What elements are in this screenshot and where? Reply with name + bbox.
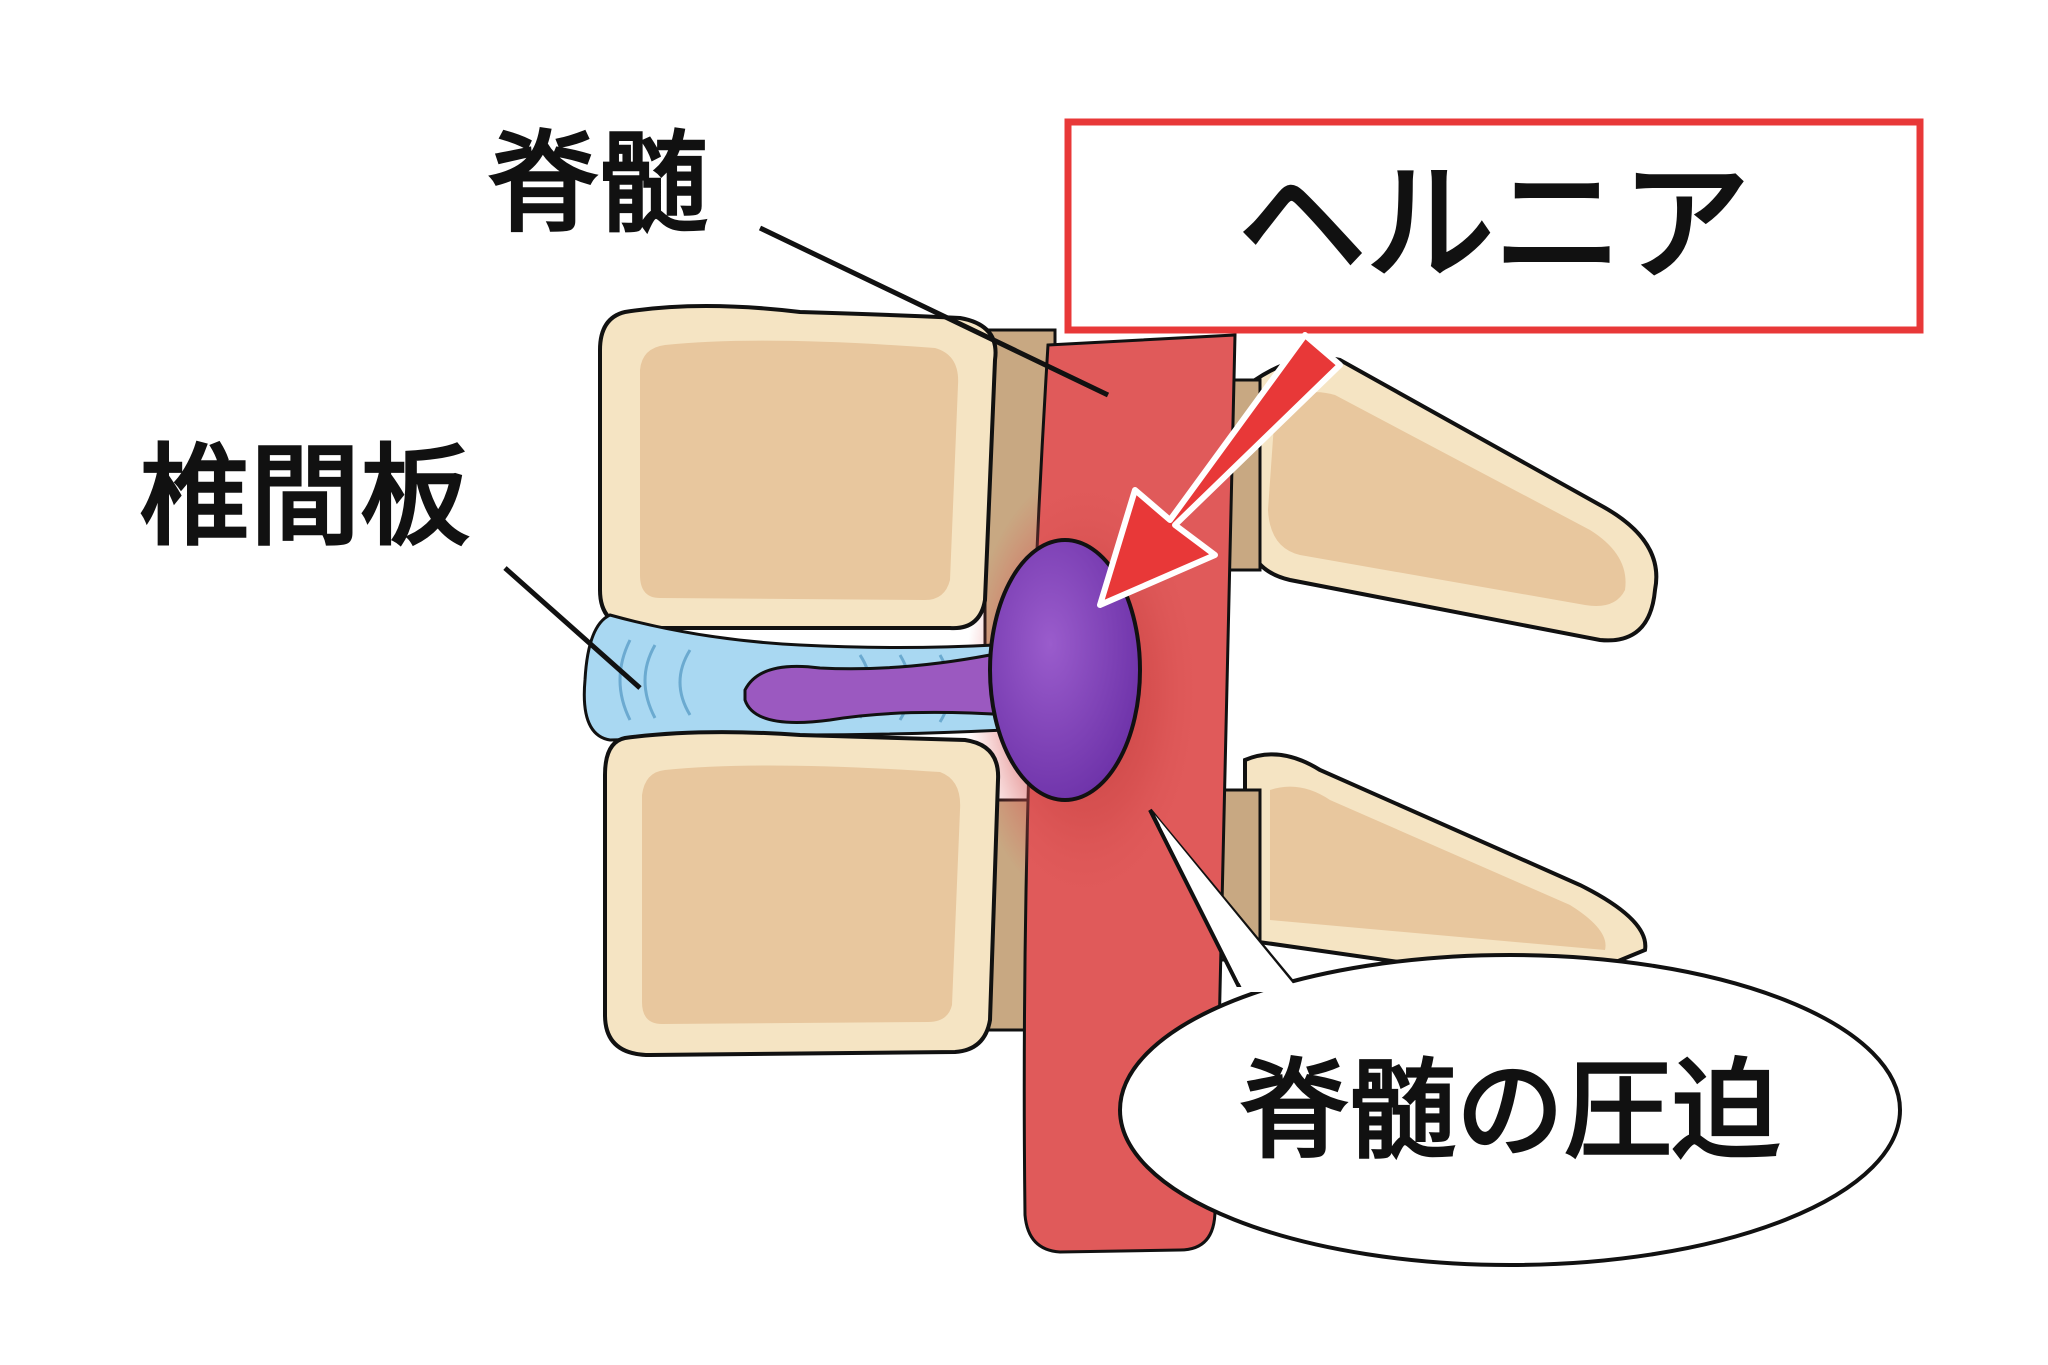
disc-leader-line bbox=[503, 566, 642, 690]
hernia-label: ヘルニア bbox=[1238, 150, 1750, 299]
lower-vertebral-body bbox=[603, 730, 1001, 1058]
intervertebral-disc-label: 椎間板 bbox=[140, 433, 470, 561]
upper-vertebral-body bbox=[598, 304, 998, 631]
spinal-cord-leader-line bbox=[758, 225, 1110, 398]
spinal-cord-label: 脊髄 bbox=[488, 120, 708, 248]
compression-callout: 脊髄の圧迫 bbox=[1118, 808, 1902, 1267]
hernia-arrow bbox=[1097, 332, 1343, 608]
lower-spinous-process bbox=[1243, 752, 1648, 988]
hernia-label-box bbox=[1064, 118, 1924, 334]
compression-label: 脊髄の圧迫 bbox=[1240, 1049, 1780, 1174]
intervertebral-disc bbox=[582, 613, 1013, 742]
upper-spinous-process bbox=[1242, 355, 1659, 643]
